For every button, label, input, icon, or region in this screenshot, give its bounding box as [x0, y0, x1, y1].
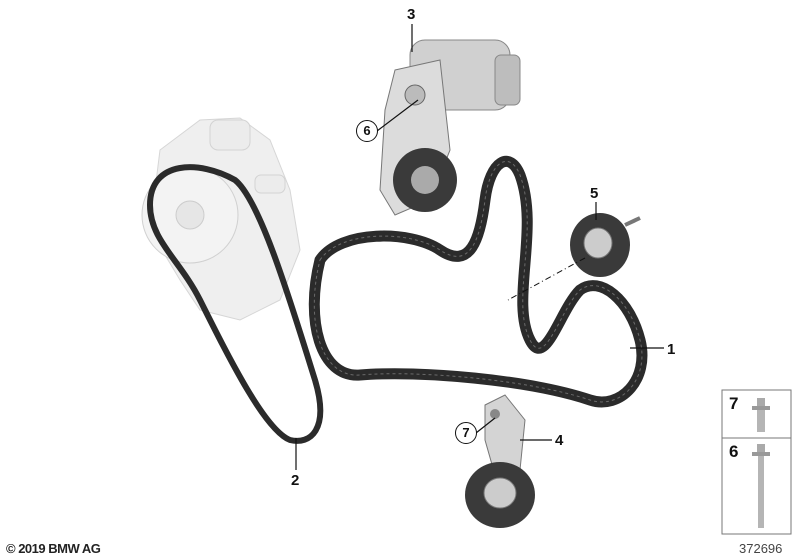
idler-pulley — [570, 213, 641, 277]
parts-box — [721, 389, 792, 535]
leader-lines — [295, 24, 664, 470]
callout-2: 2 — [291, 472, 300, 489]
copyright: © 2019 BMW AG — [6, 541, 101, 556]
idler-bracket-assembly — [465, 394, 535, 528]
callout-4: 4 — [555, 432, 564, 449]
callout-1: 1 — [667, 341, 676, 358]
tensioner-assembly — [379, 39, 521, 216]
axis-dashed-line — [507, 257, 586, 301]
callout-circle-7: 7 — [455, 422, 477, 444]
small-belt — [146, 164, 324, 444]
callout-3: 3 — [407, 6, 416, 23]
callout-circle-6: 6 — [356, 120, 378, 142]
parts-box-number-7: 7 — [729, 394, 739, 413]
callout-5: 5 — [590, 185, 599, 202]
water-pump-ghost — [141, 117, 301, 321]
diagram-id: 372696 — [739, 541, 783, 556]
parts-box-number-6: 6 — [729, 442, 739, 461]
